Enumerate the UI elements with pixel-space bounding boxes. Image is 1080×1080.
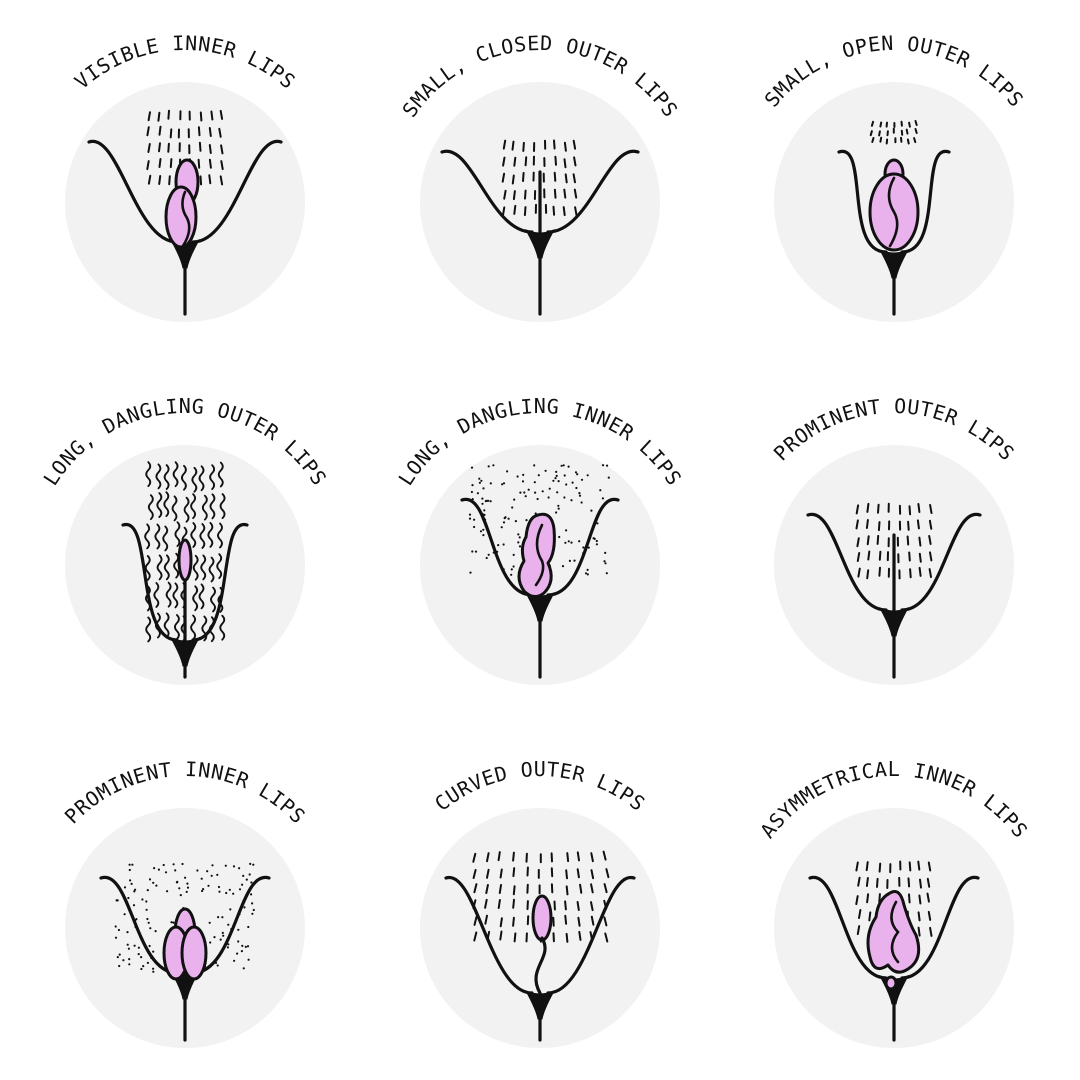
- outer-lip-outline: [806, 512, 982, 612]
- inner-lips: [177, 538, 193, 642]
- vulva-type-6: PROMINENT OUTER LIPS: [769, 394, 1019, 685]
- hair-pattern: [468, 464, 610, 576]
- inner-lips: [866, 890, 921, 991]
- vulva-type-7: PROMINENT INNER LIPS: [60, 757, 310, 1048]
- hair-pattern: [501, 139, 578, 217]
- hair-pattern: [855, 860, 933, 937]
- inner-lips: [517, 512, 556, 598]
- hair-pattern: [869, 120, 918, 145]
- hair-pattern: [472, 850, 610, 943]
- inner-lips: [162, 907, 208, 981]
- vulva-type-4: LONG, DANGLING OUTER LIPS: [39, 394, 331, 685]
- cell-label: CURVED OUTER LIPS: [430, 757, 650, 816]
- outer-lip-outline: [837, 150, 951, 254]
- perineum-mark: [878, 248, 910, 279]
- inner-lips: [531, 894, 553, 995]
- outer-lip-outline: [121, 523, 249, 642]
- inner-lips: [164, 158, 200, 249]
- inner-lips: [868, 158, 920, 252]
- outer-lip-outline: [444, 876, 636, 995]
- outer-lip-outline: [99, 875, 271, 975]
- vulva-type-2: SMALL, CLOSED OUTER LIPS: [397, 31, 682, 322]
- outer-lip-outline: [808, 876, 980, 980]
- vulva-type-1: VISIBLE INNER LIPS: [65, 31, 305, 322]
- outer-lip-outline: [460, 497, 620, 597]
- vulva-type-5: LONG, DANGLING INNER LIPS: [394, 394, 686, 685]
- hair-pattern: [855, 502, 933, 580]
- vulva-type-9: ASYMMETRICAL INNER LIPS: [755, 757, 1032, 1048]
- outer-lip-outline: [87, 140, 283, 244]
- outer-lip-outline: [440, 149, 640, 234]
- vulva-type-8: CURVED OUTER LIPS: [420, 757, 660, 1048]
- vulva-type-3: SMALL, OPEN OUTER LIPS: [760, 31, 1028, 322]
